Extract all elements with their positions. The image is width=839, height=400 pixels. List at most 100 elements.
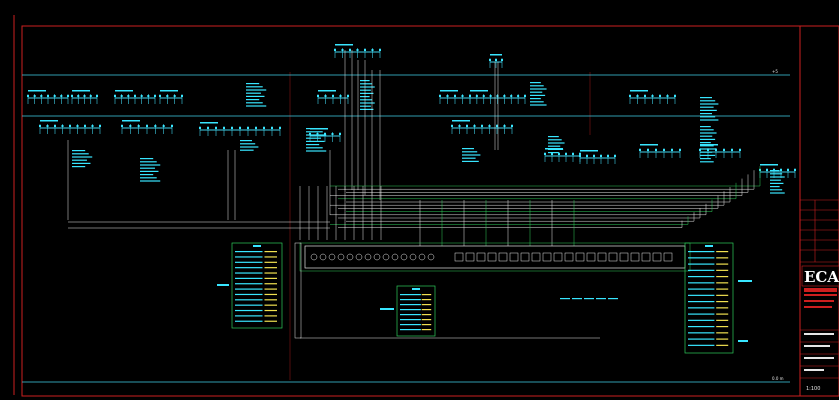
feeder-tick-icon — [162, 125, 165, 127]
feeder-label-bar — [335, 44, 353, 46]
legend-row-value — [716, 301, 729, 303]
annotation-line — [700, 129, 714, 131]
feeder-tick-icon — [223, 127, 225, 129]
annotation-block — [530, 82, 547, 106]
annotation-line — [246, 89, 267, 91]
feeder-tick-icon — [379, 49, 381, 51]
terminal-cell — [427, 253, 435, 261]
terminal-cell — [310, 253, 318, 261]
feeder-tick-icon — [39, 125, 41, 127]
annotation-line — [700, 158, 711, 160]
legend-row-text — [400, 294, 421, 296]
annotation-line — [700, 161, 714, 163]
cable-run — [338, 220, 683, 228]
feeder-tick-icon — [647, 149, 649, 151]
feeder-tick-icon — [173, 95, 176, 97]
feeder-tick-icon — [496, 125, 498, 127]
annotation-line — [700, 145, 714, 147]
feeder-tick-icon — [67, 95, 69, 97]
feeder-label-bar — [452, 120, 470, 122]
annotation-line — [246, 95, 265, 97]
annotation-line — [770, 186, 780, 188]
legend-row-value — [716, 257, 729, 259]
feeder-label-bar — [160, 90, 178, 92]
annotation-line — [72, 150, 86, 152]
feeder-tick-icon — [707, 149, 709, 151]
cable-run — [338, 182, 737, 200]
legend-row-value — [716, 338, 729, 340]
feeder-tick-icon — [655, 149, 657, 151]
annotation-block — [462, 148, 481, 162]
annotation-line — [530, 85, 544, 87]
feeder-tick-icon — [731, 149, 733, 151]
annotation-line — [700, 151, 713, 153]
legend-row-value — [264, 272, 277, 274]
feeder-tick-icon — [60, 95, 63, 97]
feeder-tick-icon — [579, 155, 581, 157]
legend-row-value — [264, 256, 277, 258]
legend-row-text — [400, 319, 421, 321]
legend-row-text — [688, 269, 715, 271]
terminal-cell — [346, 253, 354, 261]
legend-row-value — [421, 324, 432, 326]
legend-row-text — [235, 309, 263, 312]
feeder-tick-icon — [263, 127, 265, 129]
feeder-label-bar — [200, 122, 218, 124]
legend-row-value — [716, 332, 729, 334]
legend-row-value — [421, 304, 432, 306]
feeder-tick-icon — [607, 155, 609, 157]
legend-row-value — [716, 307, 729, 309]
feeder-tick-icon — [120, 95, 123, 97]
feeder-tick-icon — [324, 95, 327, 97]
annotation-line — [462, 148, 474, 150]
feeder-label-bar — [72, 90, 90, 92]
feeder-tick-icon — [140, 95, 143, 97]
legend-row-value — [421, 329, 432, 331]
cad-legend-table-icon — [396, 285, 436, 337]
feeder-tick-icon — [572, 153, 574, 155]
feeder-tick-icon — [154, 95, 156, 97]
legend-row-text — [400, 309, 421, 311]
legend-row-text — [235, 272, 263, 274]
grid-lines — [289, 72, 591, 380]
feeder-tick-icon — [644, 95, 646, 97]
feeder-tick-icon — [451, 125, 453, 127]
feeder-tick-icon — [334, 49, 336, 51]
legend-title — [253, 245, 261, 247]
feeder-tick-icon — [636, 95, 639, 97]
title-block-rows — [800, 199, 839, 379]
feeder-tick-icon — [332, 95, 334, 97]
scale-label: 1:100 — [806, 386, 820, 392]
annotation-line — [462, 157, 476, 159]
annotation-line — [548, 136, 559, 138]
feeder-groups — [27, 44, 796, 220]
legend-row-text — [688, 319, 715, 321]
cable-run — [330, 216, 689, 225]
feeder-tick-icon — [76, 125, 79, 127]
annotation-block — [140, 158, 161, 182]
legend-row-value — [716, 251, 729, 253]
annotation-line — [596, 298, 606, 300]
annotation-line — [548, 152, 559, 154]
legend-row-text — [400, 329, 421, 331]
cable-run — [338, 195, 719, 209]
feeder-tick-icon — [364, 49, 366, 51]
annotation-line — [140, 174, 154, 176]
legend-row-text — [235, 293, 263, 296]
feeder-tick-icon — [27, 95, 29, 97]
legend-row-text — [688, 263, 715, 265]
terminal-cell — [641, 252, 651, 262]
feeder-tick-icon — [47, 95, 49, 97]
legend-row-value — [716, 263, 729, 265]
legend-row-text — [688, 288, 715, 290]
annotation-line — [700, 116, 716, 118]
feeder-tick-icon — [524, 95, 526, 97]
feeder-label-bar — [440, 90, 458, 92]
terminal-cell — [476, 252, 486, 262]
annotation-line — [306, 140, 325, 142]
annotation-line — [700, 119, 719, 121]
feeder-label-bar — [470, 90, 488, 92]
feeder-tick-icon — [181, 95, 183, 97]
legend-row-text — [235, 299, 263, 301]
feeder-tick-icon — [255, 127, 257, 129]
